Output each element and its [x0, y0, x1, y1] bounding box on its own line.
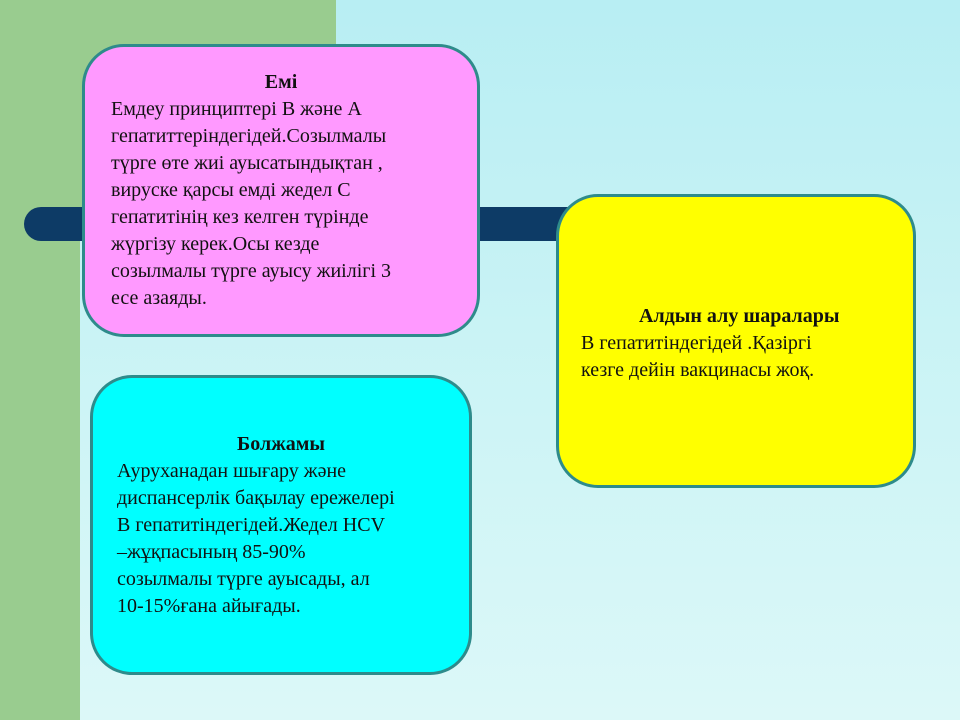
prognosis-box: Болжамы Ауруханадан шығару және диспансе…: [90, 375, 472, 675]
prognosis-text: Ауруханадан шығару және диспансерлік бақ…: [117, 460, 395, 617]
treatment-title: Емі: [264, 71, 298, 93]
prognosis-title: Болжамы: [237, 433, 325, 455]
prevention-box: Алдын алу шаралары В гепатитіндегідей .Қ…: [556, 194, 916, 488]
treatment-text: Емдеу принциптері В және А гепатиттерінд…: [111, 98, 392, 309]
treatment-box: Емі Емдеу принциптері В және А гепатитте…: [82, 44, 480, 337]
prevention-title: Алдын алу шаралары: [639, 305, 840, 327]
prevention-text: В гепатитіндегідей .Қазіргі кезге дейін …: [581, 332, 815, 381]
left-green-band: [0, 0, 80, 720]
